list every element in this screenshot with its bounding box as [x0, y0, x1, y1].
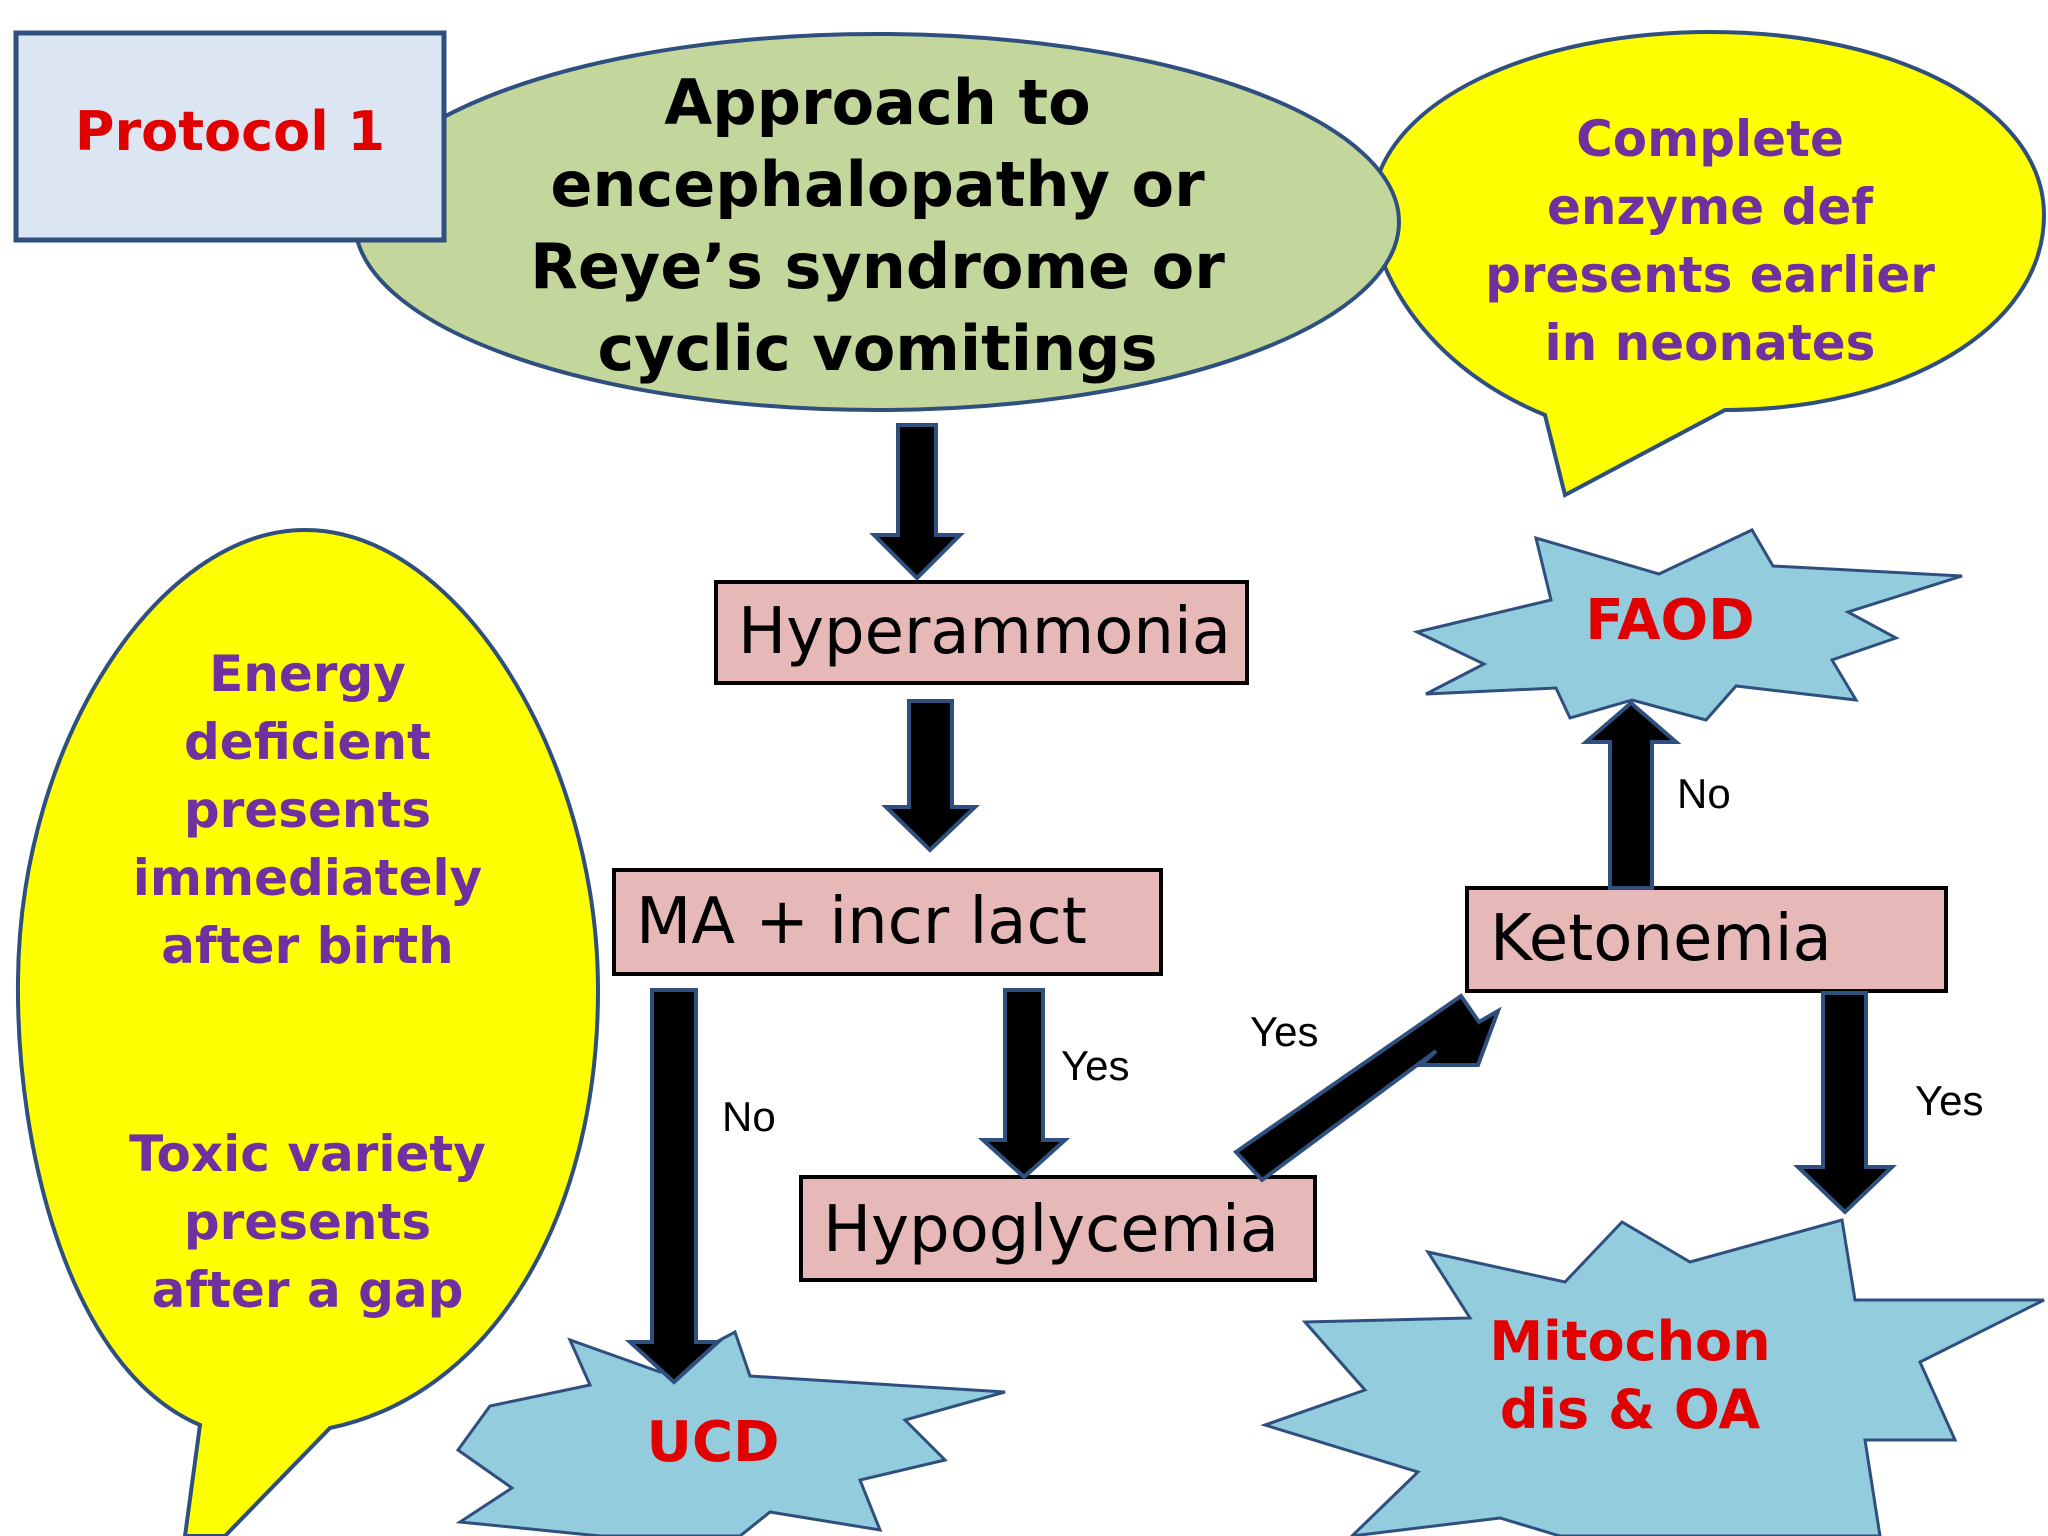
- ketonemia-box: [1465, 886, 1948, 993]
- arrow-ma-to-hypo: [977, 988, 1071, 1180]
- edge-label-keto-to-faod: No: [1677, 770, 1731, 817]
- mitochon-star: [1260, 1218, 2045, 1536]
- arrow-hypo-to-keto: [1232, 993, 1502, 1183]
- node-hyperammonia-label: Hyperammonia: [738, 595, 1231, 669]
- arrow-ma-to-ucd: [624, 988, 724, 1385]
- right-bubble-text: Complete enzyme def presents earlier in …: [1485, 110, 1935, 372]
- left-speech-bubble: [15, 527, 601, 1536]
- hypoglycemia-box: [799, 1175, 1317, 1282]
- left-bubble-text-bottom: Toxic variety presents after a gap: [129, 1125, 486, 1319]
- arrow-hyperammonia-to-ma: [881, 699, 980, 853]
- diagram-title: Approach to encephalopathy or Reye’s syn…: [530, 66, 1225, 385]
- star-ucd-label: UCD: [646, 1410, 780, 1475]
- ucd-star: [455, 1329, 1006, 1536]
- left-bubble-text-top: Energy deficient presents immediately af…: [132, 645, 483, 975]
- star-mitochon-label: Mitochon dis & OA: [1489, 1310, 1771, 1441]
- star-faod-label: FAOD: [1585, 588, 1755, 653]
- hyperammonia-box: [714, 580, 1249, 685]
- arrow-keto-to-faod: [1580, 700, 1682, 890]
- edge-label-hypo-to-keto: Yes: [1250, 1008, 1319, 1055]
- node-hypoglycemia-label: Hypoglycemia: [823, 1193, 1279, 1267]
- protocol-label: Protocol 1: [74, 100, 386, 163]
- arrow-title-to-hyperammonia: [869, 423, 965, 581]
- edge-label-keto-to-mito: Yes: [1915, 1077, 1984, 1124]
- node-ketonemia-label: Ketonemia: [1490, 902, 1832, 976]
- protocol-box: [13, 30, 447, 243]
- ma-lact-box: [612, 868, 1163, 976]
- edge-label-ma-to-ucd: No: [722, 1093, 776, 1140]
- arrow-keto-to-mito: [1793, 991, 1897, 1215]
- edge-label-ma-to-hypo: Yes: [1061, 1042, 1130, 1089]
- node-ma-lact-label: MA + incr lact: [636, 885, 1087, 959]
- faod-star: [1412, 528, 1963, 722]
